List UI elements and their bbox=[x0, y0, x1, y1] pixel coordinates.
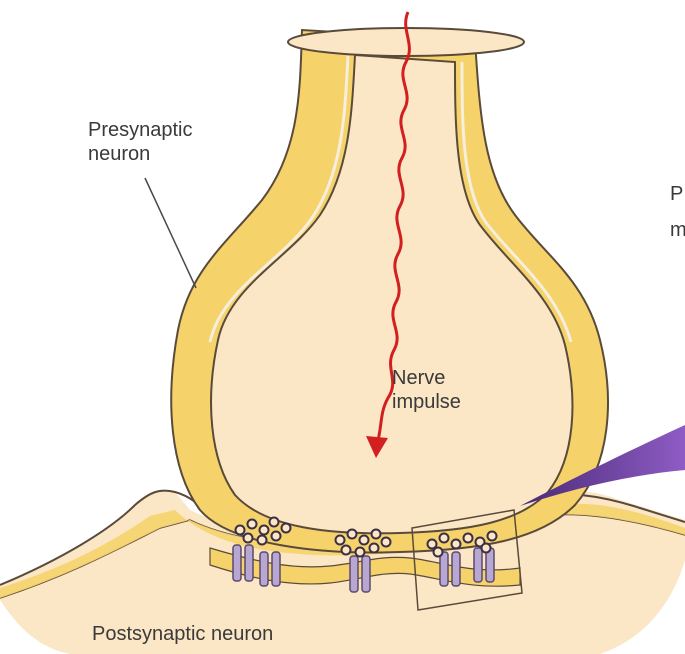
presynaptic-pointer-line bbox=[145, 178, 196, 288]
cut-off-label: P m bbox=[670, 176, 685, 248]
nerve-impulse-label: Nerve impulse bbox=[392, 366, 461, 414]
presynaptic-neuron bbox=[171, 28, 608, 553]
postsynaptic-label: Postsynaptic neuron bbox=[92, 622, 273, 646]
presynaptic-label: Presynaptic neuron bbox=[88, 118, 193, 166]
